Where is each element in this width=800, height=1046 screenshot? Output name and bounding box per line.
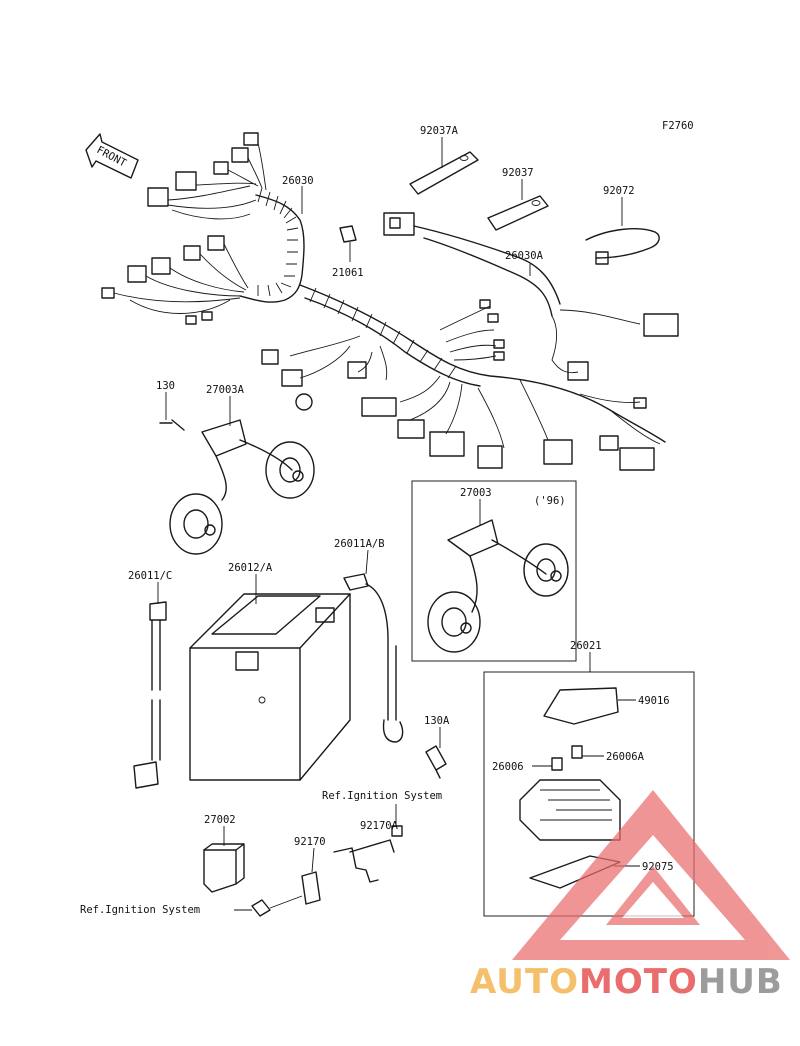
horn-27003A (159, 392, 315, 555)
cable-26011AB (343, 549, 404, 743)
callout-49016: 49016 (638, 695, 670, 707)
horn-27003 (427, 499, 569, 653)
bracket-92170 (234, 847, 321, 917)
callout-92075: 92075 (642, 861, 674, 873)
main-harness (101, 132, 679, 471)
callout-92170: 92170 (294, 836, 326, 848)
callout-26011AB: 26011A/B (334, 538, 385, 550)
callout-92170A: 92170A (360, 820, 399, 832)
watermark-logo-icon (512, 790, 790, 960)
bolt-130A (425, 727, 447, 779)
cable-26011C (133, 582, 167, 789)
clip-21061 (339, 225, 357, 262)
bracket-92170A (333, 804, 403, 883)
callout-130: 130 (156, 380, 175, 392)
callout-ref-ignition-1: Ref.Ignition System (322, 790, 442, 802)
junction-box-26021 (519, 687, 640, 889)
callout-27003A: 27003A (206, 384, 245, 396)
strap-92037A (409, 137, 479, 195)
junction-box-26021-frame (483, 671, 695, 917)
callout-27002: 27002 (204, 814, 236, 826)
battery-26012A (189, 574, 351, 781)
callout-26011C: 26011/C (128, 570, 172, 582)
callout-92072: 92072 (603, 185, 635, 197)
callout-92037: 92037 (502, 167, 534, 179)
callout-26021: 26021 (570, 640, 602, 652)
callout-26006: 26006 (492, 761, 524, 773)
callout-96: ('96) (534, 495, 566, 507)
strap-92037 (487, 179, 549, 231)
watermark-part-auto: AUTO (470, 962, 579, 1002)
callout-26030A: 26030A (505, 250, 544, 262)
callout-26030: 26030 (282, 175, 314, 187)
callout-92037A: 92037A (420, 125, 459, 137)
callout-130A: 130A (424, 715, 450, 727)
watermark-text: AUTOMOTOHUB (470, 962, 783, 1002)
watermark-part-hub: HUB (697, 962, 783, 1002)
relay-27002 (203, 826, 245, 893)
figure-code: F2760 (662, 120, 694, 132)
callout-ref-ignition-2: Ref.Ignition System (80, 904, 200, 916)
callout-26006A: 26006A (606, 751, 645, 763)
cable-tie-92072 (585, 197, 660, 265)
watermark-part-moto: MOTO (578, 962, 698, 1002)
callout-27003: 27003 (460, 487, 492, 499)
callout-26012A: 26012/A (228, 562, 273, 574)
front-arrow-icon: FRONT (85, 133, 139, 179)
callout-21061: 21061 (332, 267, 364, 279)
front-label: FRONT (95, 144, 129, 170)
horn-27003-box (411, 480, 577, 662)
